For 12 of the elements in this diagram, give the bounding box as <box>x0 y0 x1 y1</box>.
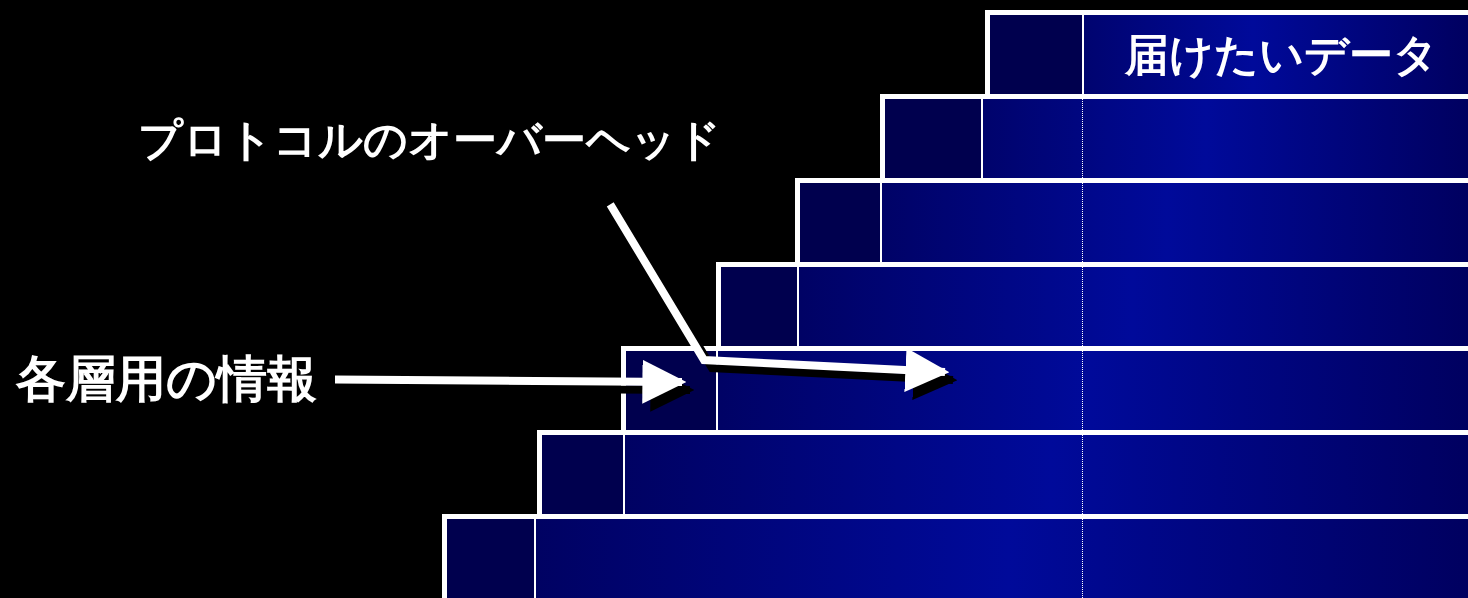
callout-label: 各層用の情報 <box>16 352 317 407</box>
layer-bar <box>621 346 1468 430</box>
callout-label: プロトコルのオーバーヘッド <box>138 116 721 165</box>
layer-bar <box>985 10 1468 94</box>
layer-bar <box>795 178 1468 262</box>
data-label: 届けたいデータ <box>1125 33 1438 77</box>
arrow <box>606 202 950 392</box>
layer-bar <box>716 262 1468 346</box>
layer-bar <box>442 514 1468 598</box>
layer-bar <box>537 430 1468 514</box>
arrow <box>334 359 687 404</box>
layer-bar <box>880 94 1468 178</box>
